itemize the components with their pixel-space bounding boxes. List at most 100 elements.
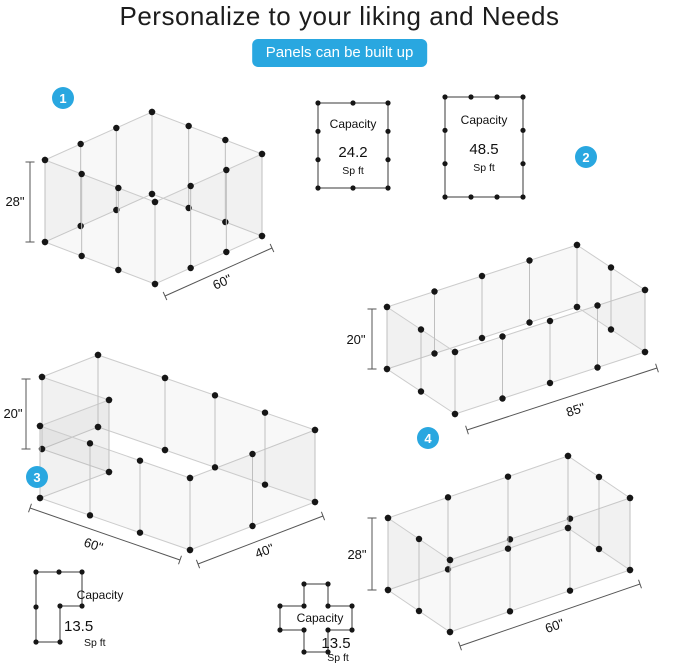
- connector-dot: [223, 248, 230, 256]
- config-2-badge-circle: [575, 146, 597, 168]
- capacity-2-label: Capacity: [461, 113, 508, 127]
- connector-dot: [77, 140, 84, 148]
- plan-dot: [79, 569, 85, 575]
- connector-dot: [36, 422, 44, 430]
- connector-dot: [249, 450, 256, 458]
- connector-dot: [211, 392, 219, 399]
- plan-dot: [277, 603, 283, 609]
- connector-dot: [626, 566, 634, 574]
- connector-dot: [151, 198, 159, 206]
- plan-dot: [385, 100, 391, 106]
- dimension-tick: [655, 363, 659, 373]
- plan-dot: [349, 627, 355, 633]
- connector-dot: [136, 457, 144, 464]
- connector-dot: [499, 395, 506, 402]
- connector-dot: [211, 464, 219, 471]
- capacity-3-unit: Sp ft: [84, 637, 106, 649]
- config-1-badge: 1: [52, 87, 74, 109]
- capacity-plan-4: Capacity 13.5 Sp ft: [277, 581, 355, 664]
- dimension-tick: [465, 425, 469, 435]
- connector-dot: [186, 546, 194, 554]
- connector-dot: [222, 218, 229, 226]
- connector-dot: [546, 379, 554, 387]
- plan-dot: [301, 627, 307, 633]
- connector-dot: [504, 473, 512, 480]
- connector-dot: [249, 522, 256, 530]
- connector-dot: [383, 303, 391, 311]
- connector-dot: [136, 529, 144, 536]
- connector-dot: [478, 334, 486, 342]
- connector-dot: [446, 556, 454, 564]
- plan-dot: [385, 157, 391, 163]
- pen-1-illustration: [41, 108, 266, 288]
- config-3-number: 3: [33, 470, 40, 485]
- plan-dot: [385, 128, 391, 134]
- plan-dot: [57, 639, 63, 645]
- connector-dot: [595, 545, 603, 553]
- plan-dot: [79, 603, 85, 609]
- connector-dot: [161, 446, 169, 454]
- capacity-3-value: 13.5: [64, 618, 93, 635]
- dimension-tick: [458, 641, 462, 651]
- plan-dot: [468, 194, 474, 200]
- connector-dot: [546, 317, 554, 325]
- plan-dot: [56, 569, 62, 575]
- connector-dot: [607, 326, 615, 333]
- connector-dot: [94, 423, 102, 431]
- plan-dot: [468, 94, 474, 100]
- plan-dot: [325, 603, 331, 609]
- connector-dot: [566, 587, 574, 594]
- connector-dot: [261, 409, 269, 416]
- dimension-tick: [269, 243, 275, 253]
- plan-dot: [277, 627, 283, 633]
- plan-dot: [33, 604, 39, 610]
- connector-dot: [573, 241, 581, 249]
- connector-dot: [311, 498, 319, 506]
- connector-dot: [594, 364, 601, 371]
- plan-dot: [315, 157, 321, 163]
- connector-dot: [36, 494, 44, 502]
- connector-dot: [384, 514, 392, 522]
- connector-dot: [148, 108, 156, 116]
- connector-dot: [258, 232, 266, 240]
- capacity-1-dots: [315, 100, 391, 191]
- pen1-height-label: 28": [5, 194, 24, 209]
- capacity-1-value: 24.2: [338, 144, 367, 161]
- connector-dot: [78, 170, 85, 178]
- plan-dot: [301, 581, 307, 587]
- config-4-badge-circle: [417, 427, 439, 449]
- capacity-4-dots: [277, 581, 355, 655]
- pen2-length-label: 85": [564, 400, 587, 420]
- capacity-plan-2: Capacity 48.5 Sp ft: [442, 94, 526, 200]
- plan-dot: [57, 603, 63, 609]
- config-4-badge: 4: [417, 427, 439, 449]
- capacity-1-label: Capacity: [330, 117, 377, 131]
- connector-dot: [526, 257, 533, 264]
- connector-dot: [384, 586, 392, 594]
- plan-dot: [315, 128, 321, 134]
- plan-dot: [325, 627, 331, 633]
- capacity-3-dots: [33, 569, 85, 645]
- config-3-badge: 3: [26, 466, 48, 488]
- plan-dot: [520, 161, 526, 167]
- connector-dot: [41, 238, 49, 246]
- connector-dot: [431, 350, 438, 357]
- config-1-number: 1: [59, 91, 66, 106]
- pen2-height-label: 20": [346, 332, 365, 347]
- connector-dot: [607, 264, 615, 271]
- plan-dot: [442, 161, 448, 167]
- dimension-line: [197, 515, 324, 565]
- capacity-4-unit: Sp ft: [327, 652, 349, 664]
- connector-dot: [626, 494, 634, 502]
- plan-dot: [325, 581, 331, 587]
- dimension-tick: [320, 511, 326, 521]
- dimension-tick: [195, 559, 201, 569]
- connector-dot: [526, 319, 533, 326]
- capacity-2-outline: [444, 96, 524, 198]
- pen4-length-label: 60": [543, 615, 566, 636]
- connector-dot: [415, 535, 423, 543]
- config-2-badge: 2: [575, 146, 597, 168]
- connector-dot: [105, 396, 113, 404]
- pen3-width-label: 40": [253, 540, 277, 561]
